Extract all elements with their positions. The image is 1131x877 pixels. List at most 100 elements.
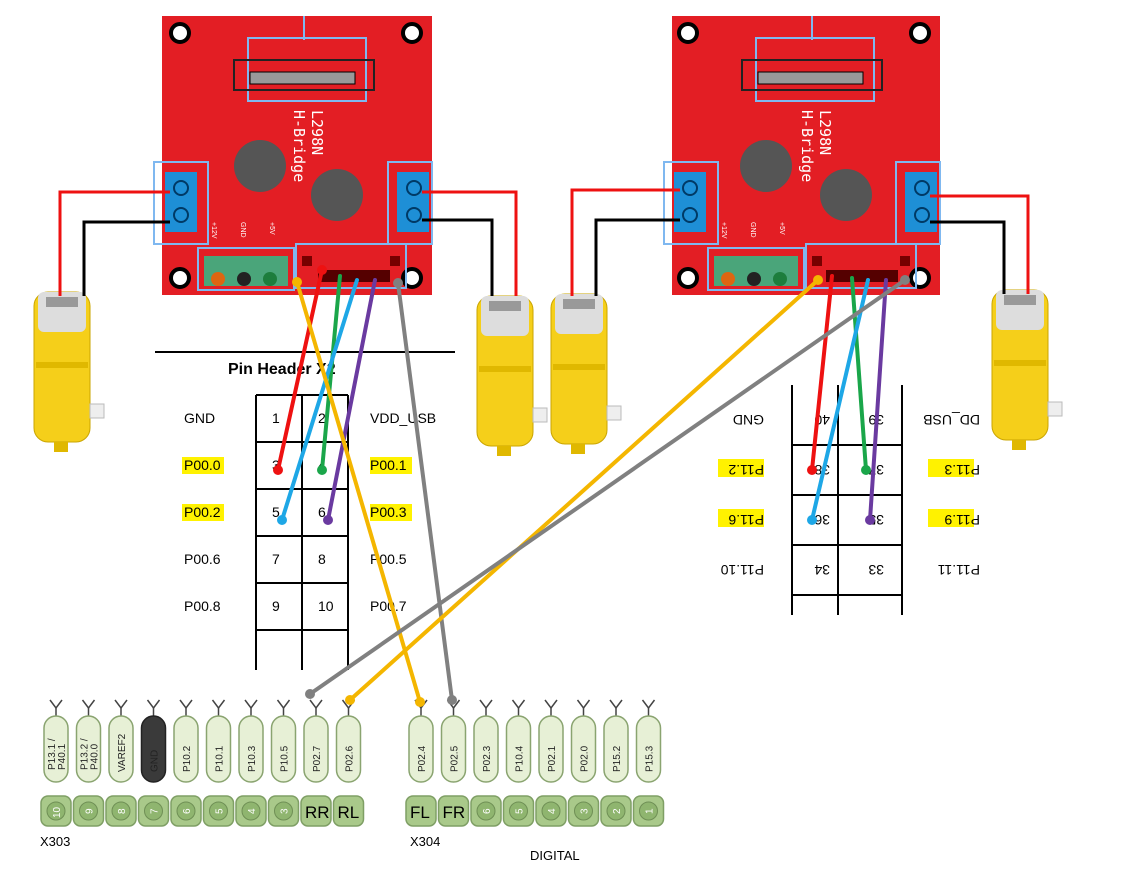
connector-pin-number: 8 xyxy=(117,808,128,814)
x2-right-label: P00.7 xyxy=(370,598,407,614)
x2-pin-number: 9 xyxy=(272,598,280,614)
right-board-name-label: H-Bridge xyxy=(798,110,816,182)
motor-right-front xyxy=(550,293,622,455)
digital-caption: DIGITAL xyxy=(530,848,580,863)
x2-left-label: P00.6 xyxy=(184,551,221,567)
connector-pin-label: P02.4 xyxy=(417,745,428,772)
connector-pin-label: P13.2 / xyxy=(80,738,91,770)
x2-right-label: P00.3 xyxy=(370,504,407,520)
connector-pin-number: 3 xyxy=(280,808,291,814)
mirrored-pin-number: 36 xyxy=(814,512,830,528)
connector-pin xyxy=(303,715,329,783)
motor-right-rear xyxy=(991,289,1063,451)
connector-pin-label: P10.4 xyxy=(515,745,526,772)
connector-pin-number: 2 xyxy=(612,808,623,814)
connector-pin-label: P10.3 xyxy=(247,745,258,772)
motor-power-wires xyxy=(58,188,1030,296)
mirrored-right-label: DD_USB xyxy=(923,412,980,428)
motor-left-rear xyxy=(476,295,548,457)
x2-left-label: P00.2 xyxy=(184,504,221,520)
x2-pin-number: 6 xyxy=(318,504,326,520)
connector-pin-label: P40.1 xyxy=(57,743,68,770)
wire-red-left xyxy=(276,268,324,472)
x2-left-label: P00.8 xyxy=(184,598,221,614)
connector-pin xyxy=(635,715,662,783)
connector-pin-label: P02.5 xyxy=(450,745,461,772)
connector-pin-number: 10 xyxy=(52,806,63,818)
connector-pin-label: P02.1 xyxy=(547,745,558,772)
left-board-name-label: H-Bridge xyxy=(290,110,308,182)
connector-pin-label: P02.0 xyxy=(580,745,591,772)
connector-pin xyxy=(603,715,629,783)
mirrored-pin-number: 34 xyxy=(814,562,830,578)
left-l298n-board: L298N H-Bridge +12V GND +5V xyxy=(153,16,433,295)
connector-pin-number: 6 xyxy=(182,808,193,814)
x2-pin-number: 2 xyxy=(318,410,326,426)
x2-pin-number: 7 xyxy=(272,551,280,567)
wire-gold-rl xyxy=(348,278,820,702)
connector-pin-number: 4 xyxy=(247,808,258,814)
right-board-12v-label: +12V xyxy=(720,222,727,239)
connector-pin-label: P02.6 xyxy=(345,745,356,772)
connector-pin xyxy=(440,715,467,783)
connector-pin-label: P02.7 xyxy=(312,745,323,772)
wire-purple-right xyxy=(868,278,888,522)
mirrored-left-label: P11.10 xyxy=(720,562,764,578)
motor-left-front xyxy=(33,291,105,453)
connector-pin-label: VAREF2 xyxy=(117,733,128,772)
wire-red-right xyxy=(810,274,834,472)
x2-pin-number: 1 xyxy=(272,410,280,426)
connector-pin xyxy=(173,715,199,783)
wire-blue-left xyxy=(280,278,359,522)
connector-pin-tag: FR xyxy=(443,803,466,822)
x2-right-label: P00.1 xyxy=(370,457,407,473)
connector-pin-label: P10.2 xyxy=(182,745,193,772)
mirrored-left-label: GND xyxy=(733,412,764,428)
connector-pin-tag: RL xyxy=(338,803,360,822)
connector-pin xyxy=(570,715,597,783)
right-board-5v-label: +5V xyxy=(778,222,785,235)
connector-pin-label: GND xyxy=(150,750,161,772)
connector-pin xyxy=(238,715,264,783)
x2-right-label: VDD_USB xyxy=(370,410,436,426)
pin-header-title: Pin Header X2 xyxy=(228,361,336,378)
connector-pin xyxy=(43,715,69,783)
mirrored-left-label: P11.2 xyxy=(728,462,764,478)
connector-pin-label: P10.1 xyxy=(215,745,226,772)
wire-blue-right xyxy=(810,278,870,522)
connector-pin xyxy=(408,715,434,783)
mirrored-right-label: P11.11 xyxy=(937,562,980,578)
x304-label: X304 xyxy=(410,834,440,849)
connector-pin-number: 1 xyxy=(645,808,656,814)
connector-pin-number: 5 xyxy=(515,808,526,814)
x2-pin-number: 5 xyxy=(272,504,280,520)
connector-pin-number: 3 xyxy=(580,808,591,814)
mirrored-right-label: P11.3 xyxy=(944,462,980,478)
mirrored-left-label: P11.6 xyxy=(728,512,764,528)
connector-pin xyxy=(538,715,564,783)
left-board-12v-label: +12V xyxy=(210,222,217,239)
connector-pin xyxy=(75,715,102,783)
connector-pin-label: P15.2 xyxy=(612,745,623,772)
wire-gold-fl xyxy=(295,280,422,704)
connector-pin-label: P10.5 xyxy=(280,745,291,772)
wire-gray-fr xyxy=(396,281,454,702)
x2-left-label: P00.0 xyxy=(184,457,221,473)
connector-pin-number: 7 xyxy=(150,808,161,814)
connector-pin-number: 5 xyxy=(215,808,226,814)
right-board-gnd-label: GND xyxy=(749,222,756,238)
x2-pin-number: 10 xyxy=(318,598,334,614)
connector-pin-label: P02.3 xyxy=(482,745,493,772)
x2-pin-number: 3 xyxy=(272,457,280,473)
connector-pin-tag: RR xyxy=(305,803,330,822)
left-board-gnd-label: GND xyxy=(239,222,246,238)
left-board-5v-label: +5V xyxy=(268,222,275,235)
x2-pin-number: 8 xyxy=(318,551,326,567)
connector-pin xyxy=(108,715,134,783)
wire-green-right xyxy=(850,276,868,472)
wire-gray-rr xyxy=(308,278,907,696)
right-l298n-board: L298N H-Bridge +12V GND +5V xyxy=(663,16,941,295)
connector-pin-label: P13.1 / xyxy=(47,738,58,770)
